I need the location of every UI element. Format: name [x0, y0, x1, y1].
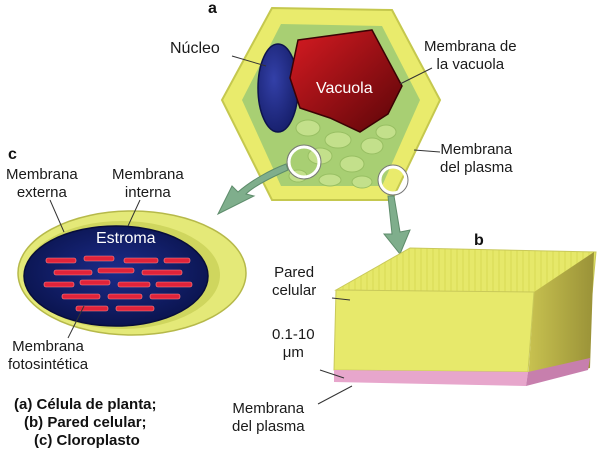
- caption-line-a: (a) Célula de planta;: [14, 396, 157, 413]
- wall-highlight-circle: [378, 165, 408, 195]
- label-nucleus: Núcleo: [170, 40, 220, 57]
- arrow-to-wall: [382, 195, 411, 255]
- nucleus: [257, 43, 299, 133]
- chloroplast-leaders: [49, 199, 141, 339]
- arrow-to-chloroplast: [216, 163, 289, 216]
- label-inner-membrane: Membrana interna: [112, 166, 184, 201]
- chloroplast: [17, 210, 247, 336]
- caption-line-c: (c) Cloroplasto: [34, 432, 140, 449]
- panel-letter-c: c: [8, 146, 17, 163]
- panel-letter-b: b: [474, 232, 484, 249]
- wall-front-face: [333, 289, 535, 373]
- stroma: [23, 225, 209, 327]
- thylakoids: [43, 255, 193, 312]
- label-cell-wall: Pared celular: [272, 264, 317, 299]
- label-wall-plasma-membrane: Membrana del plasma: [232, 400, 305, 435]
- cell-leaders: [231, 55, 441, 153]
- label-photosynthetic-membrane: Membrana fotosintética: [8, 338, 89, 373]
- wall-side-face: [528, 252, 594, 382]
- cell-wall-block: [333, 247, 597, 386]
- wall-leaders: [317, 297, 353, 405]
- chloroplast-highlight-circle: [287, 145, 321, 179]
- label-vacuole-membrane: Membrana de la vacuola: [424, 38, 517, 73]
- vacuole: [289, 29, 403, 133]
- plasma-membrane-layer: [334, 370, 528, 386]
- panel-letter-a: a: [208, 0, 217, 17]
- label-wall-thickness: 0.1-10 μm: [272, 326, 315, 361]
- label-vacuole: Vacuola: [316, 80, 373, 97]
- label-outer-membrane: Membrana externa: [6, 166, 78, 201]
- plant-cell: [220, 6, 442, 201]
- organelles: [288, 119, 397, 189]
- label-stroma: Estroma: [96, 230, 156, 247]
- caption-line-b: (b) Pared celular;: [24, 414, 147, 431]
- label-cell-plasma-membrane: Membrana del plasma: [440, 141, 513, 176]
